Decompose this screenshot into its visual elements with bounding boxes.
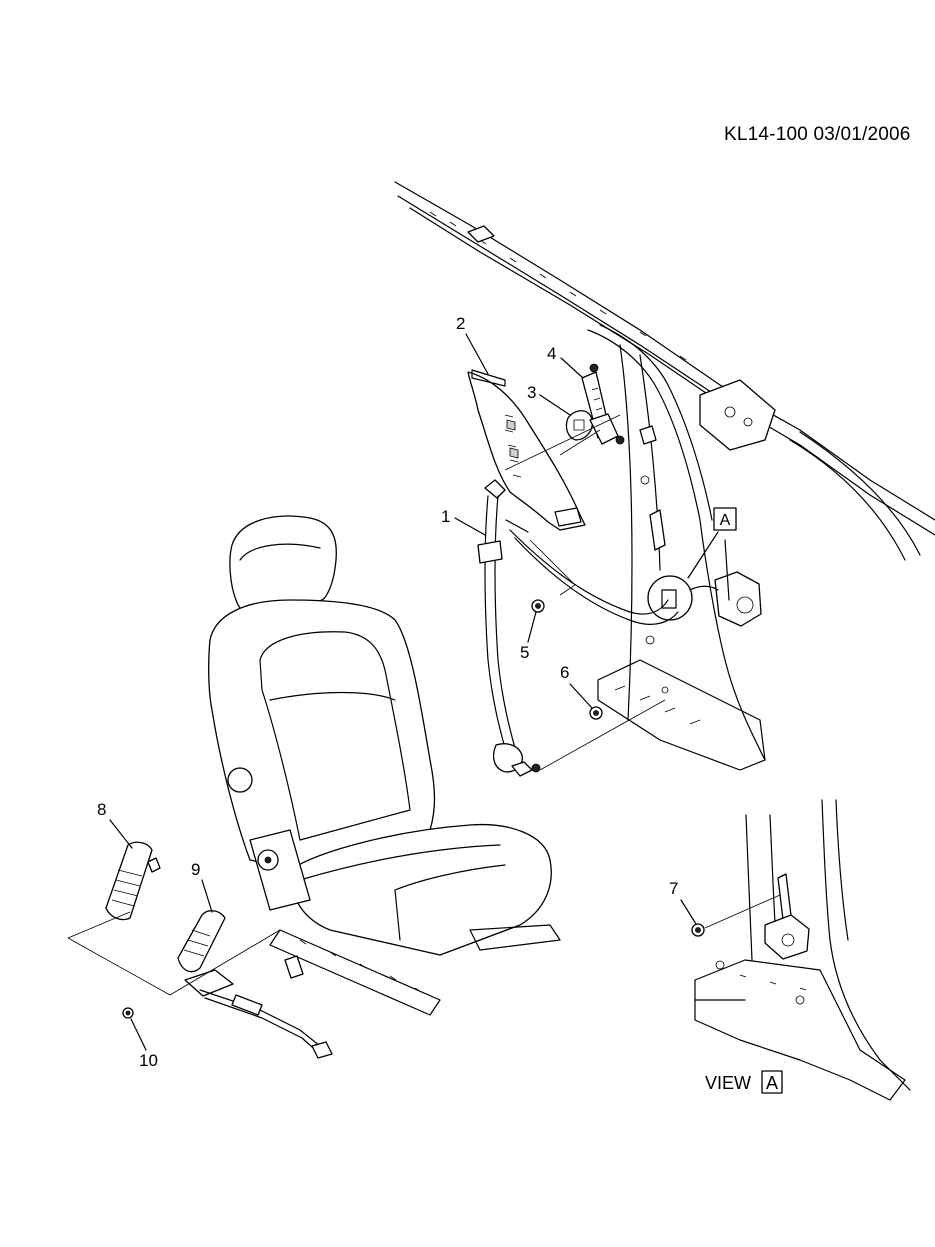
callout-6: 6 <box>560 663 593 709</box>
callout-4: 4 <box>547 344 584 379</box>
callout-7: 7 <box>669 879 697 925</box>
callout-10-label: 10 <box>139 1051 158 1070</box>
seat-assembly <box>208 515 561 1016</box>
view-a-reference-letter: A <box>720 512 731 529</box>
b-pillar <box>587 324 766 771</box>
callout-7-label: 7 <box>669 879 678 898</box>
view-a-label: VIEW A <box>705 1070 783 1094</box>
view-label-text: VIEW <box>705 1073 751 1093</box>
callout-1-label: 1 <box>441 507 450 526</box>
part-8-buckle-cover <box>105 841 161 921</box>
callout-6-label: 6 <box>560 663 569 682</box>
view-a-reference-box <box>713 507 737 531</box>
part-2-pillar-trim <box>467 369 586 531</box>
callout-8: 8 <box>97 800 133 849</box>
callout-4-label: 4 <box>547 344 556 363</box>
assembly-leader-lines <box>504 414 666 771</box>
callout-2-label: 2 <box>456 314 465 333</box>
view-a-reference: A <box>687 507 737 579</box>
callout-5: 5 <box>520 611 537 662</box>
callout-10: 10 <box>130 1018 158 1070</box>
callout-1: 1 <box>441 507 486 536</box>
buckle-leader-lines <box>67 911 281 996</box>
view-a-inset <box>694 799 911 1101</box>
part-6-bolt <box>589 706 603 720</box>
view-label-box <box>761 1070 783 1094</box>
part-3-clip <box>565 410 593 441</box>
callout-5-label: 5 <box>520 643 529 662</box>
part-9-buckle-assembly <box>177 910 333 1059</box>
part-5-bolt <box>531 599 545 613</box>
callout-3: 3 <box>527 383 571 416</box>
callout-2: 2 <box>456 314 489 375</box>
part-4-height-adjuster <box>581 363 625 445</box>
callout-8-label: 8 <box>97 800 106 819</box>
part-7-bolt <box>691 923 705 937</box>
callout-9-label: 9 <box>191 860 200 879</box>
callout-9: 9 <box>191 860 213 913</box>
view-label-letter: A <box>766 1073 778 1093</box>
roof-rail <box>394 181 935 561</box>
diagram-code-date: KL14-100 03/01/2006 <box>724 124 911 145</box>
part-1-belt-assembly <box>477 479 679 777</box>
part-10-bolt <box>122 1007 134 1019</box>
callout-3-label: 3 <box>527 383 536 402</box>
